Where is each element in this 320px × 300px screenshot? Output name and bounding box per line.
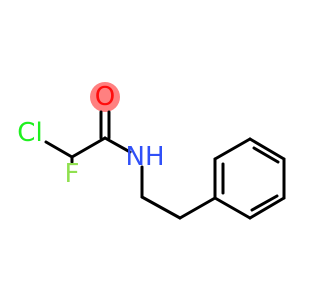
molecule-svg: O NH Cl F — [17, 82, 286, 220]
ring-bond-3 — [248, 137, 286, 161]
ring-bond-5 — [248, 196, 286, 220]
oxygen-highlight — [90, 82, 120, 112]
oxygen-label: O — [95, 82, 115, 112]
ring-inner-bond-2 — [252, 146, 280, 164]
bond-calpha-ccarbonyl — [70, 136, 107, 159]
chlorine-label: Cl — [17, 118, 42, 148]
bonds — [44, 110, 217, 220]
bond-ch2a-ch2b — [140, 195, 182, 220]
ring-bond-6 — [213, 196, 252, 220]
molecule-structure-diagram: O NH Cl F — [17, 82, 286, 220]
benzene-ring — [213, 137, 286, 220]
ring-inner-bond-3 — [250, 194, 279, 212]
fluorine-label: F — [65, 159, 80, 189]
bond-cl-calpha — [44, 140, 74, 159]
ring-bond-2 — [213, 137, 252, 161]
nitrogen-label: NH — [126, 142, 165, 172]
bond-ch2b-ring — [178, 196, 217, 220]
bond-ccarbonyl-n — [103, 136, 132, 154]
